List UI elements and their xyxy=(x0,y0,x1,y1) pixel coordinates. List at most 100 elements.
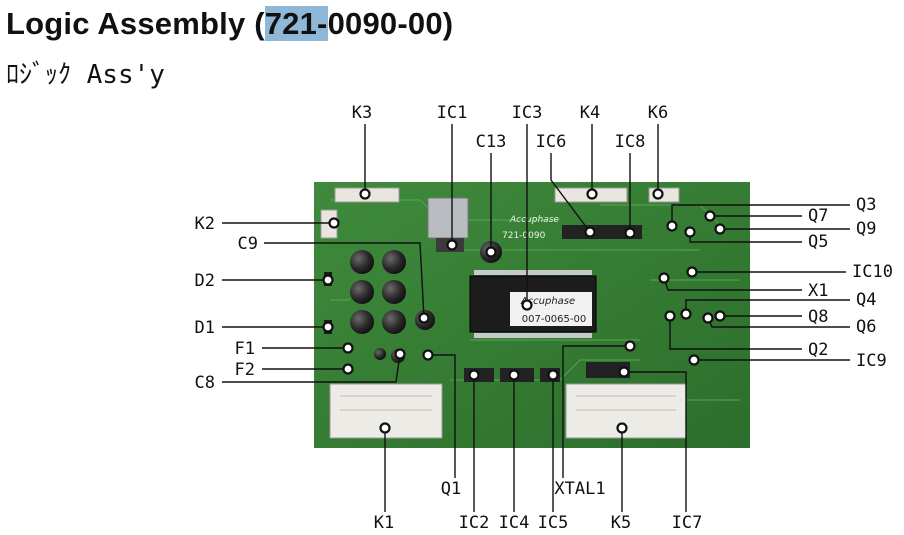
callout-ic6: IC6 xyxy=(536,132,596,238)
callout-label-ic3: IC3 xyxy=(512,103,543,123)
callout-dot-ic1 xyxy=(446,239,458,251)
callout-label-d2: D2 xyxy=(195,271,215,291)
callout-c8: C8 xyxy=(195,348,406,393)
callout-q6: Q6 xyxy=(702,312,876,337)
callout-c9: C9 xyxy=(238,234,430,324)
callout-label-k1: K1 xyxy=(374,513,394,533)
callout-ic3: IC3 xyxy=(512,103,543,311)
callout-c13: C13 xyxy=(476,132,507,258)
leader-line-q1 xyxy=(428,354,456,478)
callout-dot-q7 xyxy=(704,210,716,222)
leader-line-ic7 xyxy=(624,371,687,512)
callout-q7: Q7 xyxy=(704,206,828,226)
chip-marking: 007-0065-00 xyxy=(522,314,586,325)
callout-label-ic7: IC7 xyxy=(672,513,703,533)
callout-label-f2: F2 xyxy=(235,360,255,380)
callout-dot-d1 xyxy=(322,321,334,333)
callout-dot-q2 xyxy=(664,310,676,322)
callout-label-ic1: IC1 xyxy=(437,103,468,123)
callout-label-ic10: IC10 xyxy=(852,262,893,282)
callout-xtal1: XTAL1 xyxy=(554,340,636,499)
callout-ic4: IC4 xyxy=(499,369,530,533)
callout-dot-k2 xyxy=(328,217,340,229)
callout-d2: D2 xyxy=(195,271,334,291)
callout-dot-q4 xyxy=(680,308,692,320)
callout-label-f1: F1 xyxy=(235,339,255,359)
callout-dot-q5 xyxy=(684,226,696,238)
callout-label-k5: K5 xyxy=(611,513,631,533)
callout-label-q9: Q9 xyxy=(856,219,876,239)
callout-dot-k5 xyxy=(616,422,628,434)
callout-label-ic9: IC9 xyxy=(856,351,887,371)
callout-dot-x1 xyxy=(658,272,670,284)
callout-dot-q1 xyxy=(422,349,434,361)
callout-dot-q9 xyxy=(714,223,726,235)
callout-ic8: IC8 xyxy=(615,132,645,239)
title-prefix: Logic Assembly ( xyxy=(6,6,265,41)
callout-k4: K4 xyxy=(580,103,600,200)
callout-label-d1: D1 xyxy=(195,318,215,338)
callout-label-c9: C9 xyxy=(238,234,258,254)
callout-dot-q8 xyxy=(714,310,726,322)
callout-q1: Q1 xyxy=(422,349,461,499)
callout-dot-ic5 xyxy=(547,369,559,381)
title-suffix: 0090-00) xyxy=(327,6,454,41)
callout-dot-k6 xyxy=(652,188,664,200)
callout-q3: Q3 xyxy=(666,195,876,232)
callout-ic1: IC1 xyxy=(437,103,468,251)
callout-dot-q3 xyxy=(666,220,678,232)
callout-label-x1: X1 xyxy=(808,281,828,301)
callout-dot-c8 xyxy=(394,348,406,360)
callout-label-q8: Q8 xyxy=(808,307,828,327)
callout-label-q5: Q5 xyxy=(808,232,828,252)
callout-f1: F1 xyxy=(235,339,354,359)
callout-label-ic2: IC2 xyxy=(459,513,490,533)
callout-f2: F2 xyxy=(235,360,354,380)
callout-dot-f2 xyxy=(342,363,354,375)
callout-dot-q6 xyxy=(702,312,714,324)
callout-label-k4: K4 xyxy=(580,103,600,123)
leader-line-q2 xyxy=(669,316,802,350)
callout-dot-ic2 xyxy=(468,369,480,381)
chip-logo: Accuphase xyxy=(520,296,575,307)
callout-label-k2: K2 xyxy=(195,214,215,234)
callout-dot-d2 xyxy=(322,274,334,286)
leader-line-q3 xyxy=(671,204,850,226)
callout-label-q4: Q4 xyxy=(856,290,876,310)
callout-dot-k4 xyxy=(586,188,598,200)
callout-label-xtal1: XTAL1 xyxy=(554,479,605,499)
board-logo: Accuphase xyxy=(509,215,559,225)
callout-label-q1: Q1 xyxy=(441,479,461,499)
callout-label-q6: Q6 xyxy=(856,317,876,337)
callout-k3: K3 xyxy=(352,103,372,200)
callout-dot-ic10 xyxy=(686,266,698,278)
leader-line-xtal1 xyxy=(562,345,630,478)
callout-label-ic6: IC6 xyxy=(536,132,567,152)
callout-d1: D1 xyxy=(195,318,334,338)
callout-k1: K1 xyxy=(374,422,394,533)
callout-dot-ic6 xyxy=(584,226,596,238)
page-subtitle: ﾛｼﾞｯｸ Ass'y xyxy=(6,60,165,90)
callout-ic9: IC9 xyxy=(688,351,887,371)
callout-dot-f1 xyxy=(342,342,354,354)
callout-x1: X1 xyxy=(658,272,828,301)
callout-dot-ic7 xyxy=(618,366,630,378)
callout-q8: Q8 xyxy=(714,307,828,327)
callout-label-q7: Q7 xyxy=(808,206,828,226)
callout-k5: K5 xyxy=(611,422,631,533)
callout-label-c13: C13 xyxy=(476,132,507,152)
callout-label-k6: K6 xyxy=(648,103,668,123)
callout-label-q3: Q3 xyxy=(856,195,876,215)
callout-dot-ic4 xyxy=(508,369,520,381)
callout-dot-c13 xyxy=(485,246,497,258)
leader-line-c8 xyxy=(222,353,401,383)
callout-label-ic4: IC4 xyxy=(499,513,530,533)
callout-label-k3: K3 xyxy=(352,103,372,123)
callout-k2: K2 xyxy=(195,214,340,234)
callout-q4: Q4 xyxy=(680,290,876,320)
leader-line-c9 xyxy=(264,242,425,319)
regulator-ic1 xyxy=(427,197,469,239)
callout-q2: Q2 xyxy=(664,310,828,360)
